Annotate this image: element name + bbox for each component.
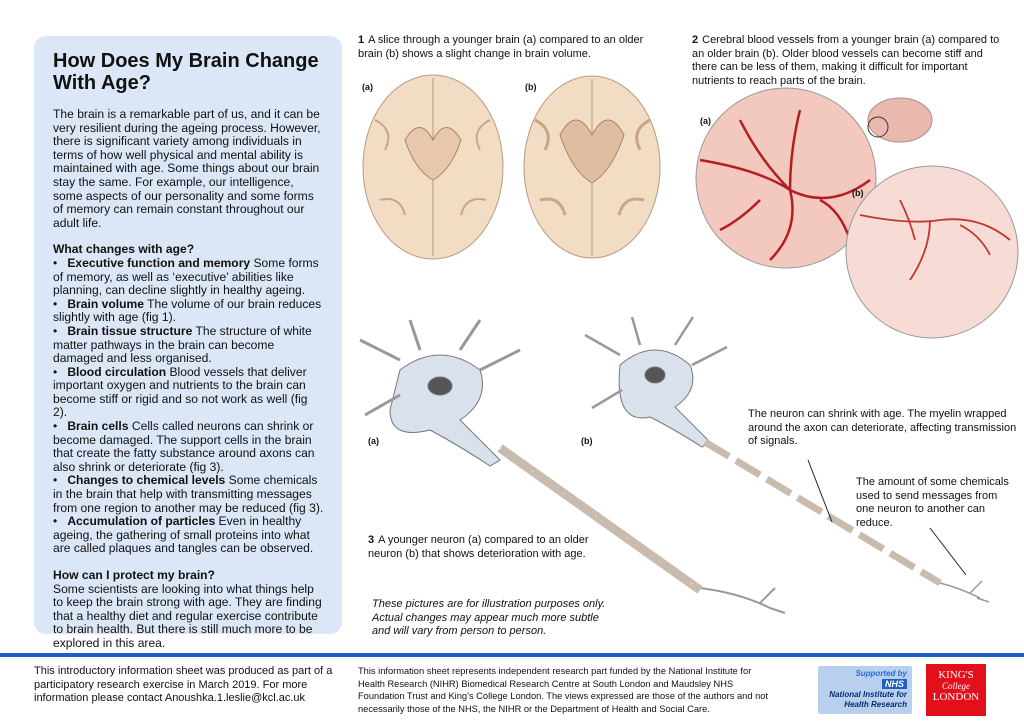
- pointer-line: [807, 459, 833, 523]
- fig2-label-b: (b): [852, 188, 864, 198]
- fig3-label-a: (a): [368, 436, 379, 446]
- bullet: •: [53, 296, 58, 311]
- vessels-young: [695, 87, 877, 269]
- disclaimer: These pictures are for illustration purp…: [372, 598, 606, 637]
- kcl-logo-line1: KING'S: [938, 669, 974, 681]
- nihr-logo: Supported by NHS National Institute for …: [818, 666, 912, 714]
- fig2-caption-text: Cerebral blood vessels from a younger br…: [692, 34, 1000, 87]
- fig1-number: 1: [358, 34, 365, 46]
- brain-slice-old: [523, 75, 661, 259]
- change-term: Blood circulation: [67, 364, 167, 379]
- vessels-old: [845, 165, 1019, 339]
- bullet: •: [53, 419, 58, 434]
- bullet: •: [53, 323, 58, 338]
- change-text: Even in healthy ageing, the gathering of…: [53, 514, 314, 556]
- change-term: Brain cells: [67, 419, 129, 434]
- neuron-old: [584, 316, 728, 448]
- fig3-caption-text: A younger neuron (a) compared to an olde…: [368, 534, 589, 560]
- fig3-number: 3: [368, 534, 375, 546]
- change-text: Blood vessels that deliver important oxy…: [53, 364, 308, 420]
- neuron-young-axon: [497, 444, 703, 594]
- bullet: •: [53, 364, 58, 379]
- fig2-number: 2: [692, 34, 699, 46]
- small-brain-icon: [867, 97, 933, 143]
- neuron-young: [359, 319, 786, 614]
- fig1-label-b: (b): [525, 82, 537, 92]
- change-text: Some forms of memory, as well as ‘execut…: [53, 255, 319, 298]
- brain-slice-young: [362, 74, 504, 260]
- change-item: • Brain volume The volume of our brain r…: [53, 296, 324, 325]
- footer-contact: This introductory information sheet was …: [34, 665, 333, 704]
- protect-heading: How can I protect my brain?: [53, 568, 215, 582]
- change-item: • Executive function and memory Some for…: [53, 255, 324, 298]
- change-item: • Accumulation of particles Even in heal…: [53, 514, 324, 556]
- fig1-label-a: (a): [362, 82, 373, 92]
- change-term: Brain volume: [67, 296, 144, 311]
- change-item: • Changes to chemical levels Some chemic…: [53, 474, 324, 515]
- bullet: •: [53, 473, 58, 488]
- change-term: Accumulation of particles: [67, 514, 216, 529]
- page-title: How Does My Brain Change With Age?: [53, 50, 319, 94]
- bullet: •: [53, 255, 58, 270]
- change-term: Changes to chemical levels: [67, 473, 226, 488]
- changes-list: • Executive function and memory Some for…: [53, 255, 324, 556]
- protect-text: Some scientists are looking into what th…: [53, 581, 322, 650]
- change-item: • Brain tissue structure The structure o…: [53, 323, 324, 366]
- fig1-caption-text: A slice through a younger brain (a) comp…: [358, 34, 644, 60]
- fig3-label-b: (b): [581, 436, 593, 446]
- kcl-logo-line2: College: [942, 681, 970, 691]
- change-item: • Brain cells Cells called neurons can s…: [53, 419, 324, 474]
- fig3-note-chemicals: The amount of some chemicals used to sen…: [856, 476, 1009, 529]
- change-item: • Blood circulation Blood vessels that d…: [53, 364, 324, 420]
- change-term: Executive function and memory: [67, 255, 251, 270]
- nihr-name: National Institute for Health Research: [829, 690, 907, 709]
- pointer-line: [929, 527, 967, 576]
- change-text: Cells called neurons can shrink or becom…: [53, 419, 315, 474]
- nhs-badge: NHS: [881, 679, 907, 689]
- info-panel: How Does My Brain Change With Age? The b…: [34, 36, 342, 650]
- fig3-note-myelin: The neuron can shrink with age. The myel…: [748, 408, 1017, 447]
- neuron-old-axon: [703, 438, 990, 603]
- changes-heading: What changes with age?: [53, 242, 195, 257]
- footer-divider: [0, 653, 1024, 657]
- kcl-logo-line3: LONDON: [932, 691, 980, 703]
- intro-text: The brain is a remarkable part of us, an…: [53, 107, 321, 230]
- change-term: Brain tissue structure: [67, 323, 193, 338]
- change-text: The structure of white matter pathways i…: [53, 323, 312, 366]
- fig2-label-a: (a): [700, 116, 711, 126]
- footer-funding: This information sheet represents indepe…: [358, 666, 769, 714]
- nihr-supported-by: Supported by: [855, 669, 907, 678]
- bullet: •: [53, 514, 58, 529]
- change-text: The volume of our brain reduces slightly…: [53, 296, 322, 325]
- change-text: Some chemicals in the brain that help wi…: [53, 473, 324, 515]
